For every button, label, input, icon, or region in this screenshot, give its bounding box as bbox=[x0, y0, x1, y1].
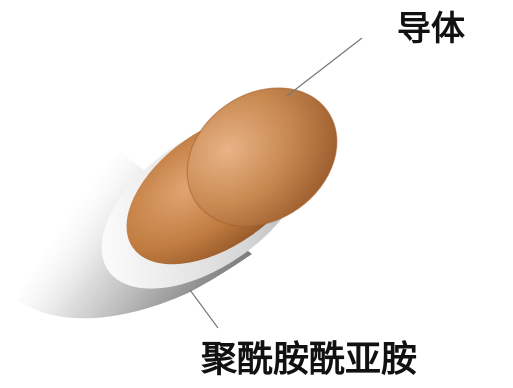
conductor-leader-line bbox=[286, 37, 363, 97]
conductor-label: 导体 bbox=[397, 9, 465, 49]
insulation-label: 聚酰胺酰亚胺 bbox=[201, 339, 418, 380]
conductor-face-rim bbox=[186, 87, 338, 227]
insulation-leader-line bbox=[189, 289, 219, 329]
conductor-end-face bbox=[187, 87, 337, 227]
